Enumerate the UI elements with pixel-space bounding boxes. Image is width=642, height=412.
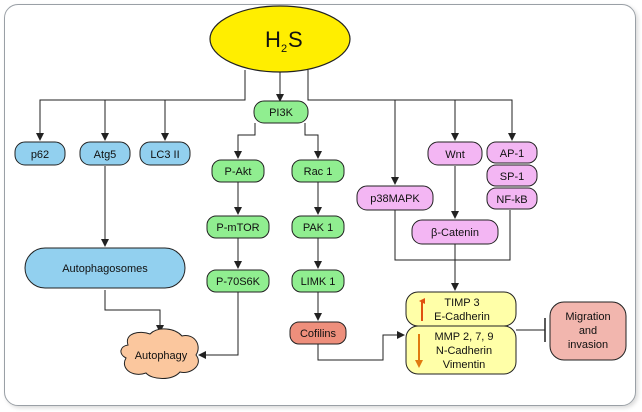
node-autophagosomes: Autophagosomes xyxy=(24,247,186,289)
node-h2s: H 2 S xyxy=(209,5,351,73)
node-sp1: SP-1 xyxy=(486,164,538,187)
connectors xyxy=(36,70,546,361)
svg-text:Autophagosomes: Autophagosomes xyxy=(62,263,148,275)
node-p38mapk: p38MAPK xyxy=(356,185,434,211)
svg-text:Wnt: Wnt xyxy=(445,149,465,161)
svg-text:E-Cadherin: E-Cadherin xyxy=(434,311,490,323)
h2s-label: H xyxy=(265,27,281,52)
edge-cofilins-mmp xyxy=(317,331,405,361)
svg-text:LIMK 1: LIMK 1 xyxy=(301,276,336,288)
svg-text:AP-1: AP-1 xyxy=(500,148,524,160)
svg-text:Autophagy: Autophagy xyxy=(135,350,188,362)
edge-autophagosomes-autophagy xyxy=(104,290,164,333)
edge-p38-merge xyxy=(394,210,455,261)
node-limk1: LIMK 1 xyxy=(291,269,345,293)
svg-text:Migration: Migration xyxy=(565,311,610,323)
edge-p70s6k-autophagy xyxy=(198,292,239,359)
node-nfkb: NF-kB xyxy=(486,187,538,210)
h2s-subscript: 2 xyxy=(281,43,287,55)
svg-text:MMP 2, 7, 9: MMP 2, 7, 9 xyxy=(434,331,493,343)
node-autophagy: Autophagy xyxy=(120,328,199,379)
node-wnt: Wnt xyxy=(427,141,483,166)
edge-pi3k-pakt xyxy=(234,123,256,159)
node-pi3k: PI3K xyxy=(253,100,309,124)
svg-text:P-Akt: P-Akt xyxy=(225,166,252,178)
svg-text:N-Cadherin: N-Cadherin xyxy=(436,345,492,357)
svg-text:p38MAPK: p38MAPK xyxy=(370,193,420,205)
diagram-frame xyxy=(4,4,636,406)
node-mmp-box: MMP 2, 7, 9 N-Cadherin Vimentin xyxy=(405,325,517,375)
edge-nfkb-merge xyxy=(455,210,511,261)
node-p70s6k: P-70S6K xyxy=(206,269,270,293)
svg-text:NF-kB: NF-kB xyxy=(496,194,527,206)
svg-text:β-Catenin: β-Catenin xyxy=(431,227,479,239)
node-pakt: P-Akt xyxy=(211,159,265,183)
edge-pi3k-rac1 xyxy=(304,123,322,159)
svg-text:P-mTOR: P-mTOR xyxy=(216,222,259,234)
svg-text:and: and xyxy=(579,325,597,337)
h2s-label-tail: S xyxy=(288,27,303,52)
svg-text:TIMP 3: TIMP 3 xyxy=(444,297,479,309)
node-atg5: Atg5 xyxy=(79,141,131,166)
node-cofilins: Cofilins xyxy=(289,321,347,345)
node-p62: p62 xyxy=(14,141,66,166)
node-ap1: AP-1 xyxy=(486,141,538,164)
node-pmtor: P-mTOR xyxy=(206,215,270,239)
edge-h2s-p62 xyxy=(36,70,246,141)
node-lc3: LC3 II xyxy=(139,141,191,166)
node-pak1: PAK 1 xyxy=(291,215,345,239)
svg-text:LC3 II: LC3 II xyxy=(150,149,179,161)
svg-text:P-70S6K: P-70S6K xyxy=(216,276,261,288)
edge-h2s-ap1 xyxy=(307,70,516,141)
node-rac1: Rac 1 xyxy=(291,159,345,183)
node-migration: Migration and invasion xyxy=(549,301,627,361)
svg-text:Vimentin: Vimentin xyxy=(443,359,486,371)
svg-text:Rac 1: Rac 1 xyxy=(304,166,333,178)
svg-text:SP-1: SP-1 xyxy=(500,171,524,183)
svg-text:invasion: invasion xyxy=(568,339,608,351)
svg-text:Cofilins: Cofilins xyxy=(300,328,337,340)
svg-text:PAK 1: PAK 1 xyxy=(303,222,333,234)
svg-text:Atg5: Atg5 xyxy=(94,149,117,161)
node-timp-box: TIMP 3 E-Cadherin xyxy=(405,291,517,327)
svg-text:p62: p62 xyxy=(31,149,49,161)
node-bcatenin: β-Catenin xyxy=(411,219,499,245)
svg-text:PI3K: PI3K xyxy=(269,107,294,119)
